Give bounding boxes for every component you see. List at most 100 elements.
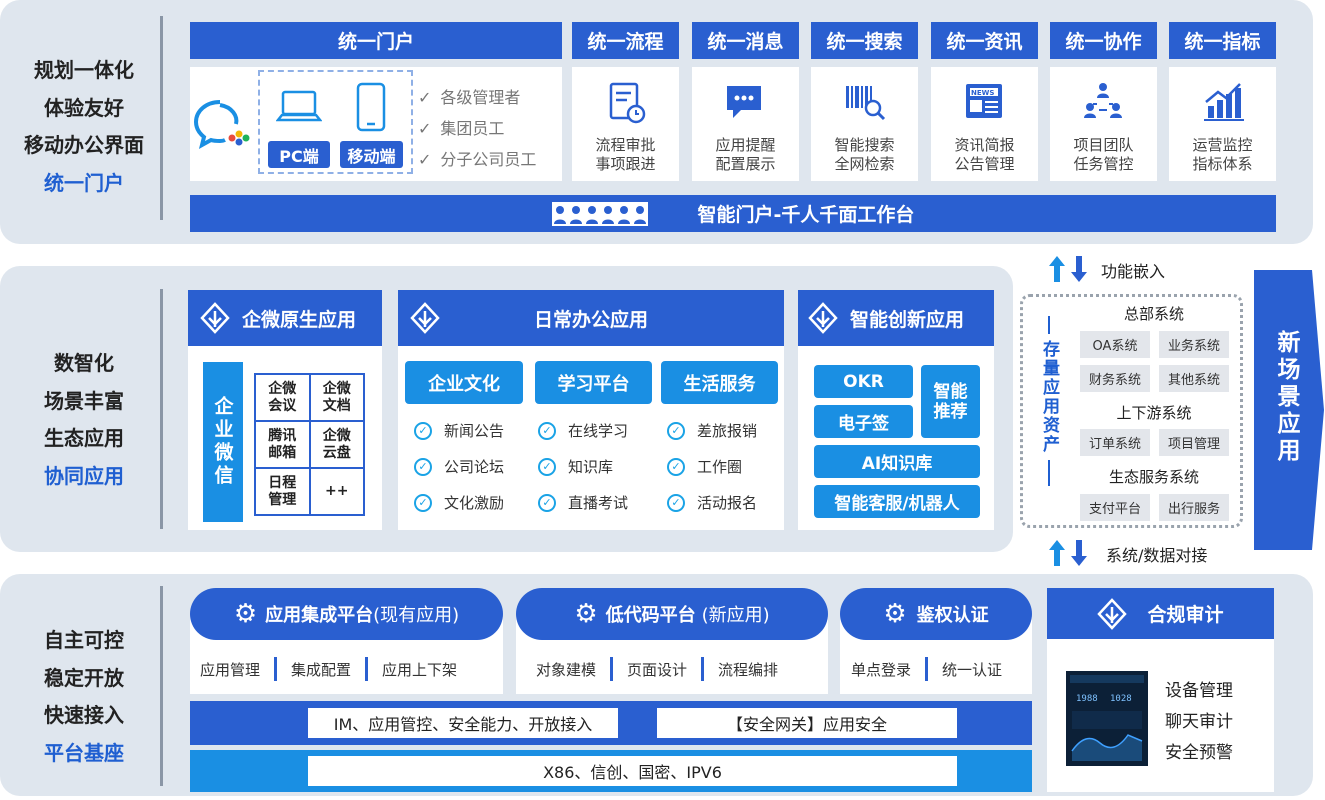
check-mark-icon: ✓	[418, 119, 432, 138]
side-line: 生态应用	[44, 426, 124, 450]
module-header[interactable]: 统一协作	[1050, 22, 1157, 59]
audit-item-chat[interactable]: 聊天审计	[1165, 712, 1233, 732]
system-finance[interactable]: 财务系统	[1080, 365, 1150, 392]
sub-page-design[interactable]: 页面设计	[627, 660, 688, 679]
daily-item[interactable]: ✓工作圈	[667, 456, 742, 477]
system-business[interactable]: 业务系统	[1159, 331, 1229, 358]
portal-side-text: 规划一体化 体验友好 移动办公界面 统一门户	[14, 52, 154, 202]
daily-item[interactable]: ✓公司论坛	[414, 456, 504, 477]
daily-col-header[interactable]: 生活服务	[661, 361, 778, 404]
native-app-grid: 企微会议 企微文档 腾讯邮箱 企微云盘 日程管理 ++	[254, 373, 365, 516]
system-projects[interactable]: 项目管理	[1159, 429, 1229, 456]
sub-object-model[interactable]: 对象建模	[536, 660, 597, 679]
mobile-client-button[interactable]: 移动端	[340, 141, 403, 168]
check-mark-icon: ✓	[418, 88, 432, 107]
daily-apps-header[interactable]: 日常办公应用	[398, 290, 784, 346]
ai-knowledge-button[interactable]: AI知识库	[814, 445, 980, 478]
daily-item[interactable]: ✓在线学习	[538, 420, 628, 441]
lowcode-platform-pill[interactable]: ⚙ 低代码平台(新应用)	[516, 588, 828, 640]
new-scene-label: 新场景应用	[1273, 330, 1299, 465]
daily-item[interactable]: ✓新闻公告	[414, 420, 504, 441]
sub-app-listing[interactable]: 应用上下架	[382, 660, 458, 679]
wecom-logo-icon	[193, 100, 250, 149]
e-sign-button[interactable]: 电子签	[814, 405, 913, 438]
app-wecom-meeting[interactable]: 企微会议	[256, 375, 309, 420]
audit-item-alert[interactable]: 安全预警	[1165, 743, 1233, 763]
auth-pill[interactable]: ⚙ 鉴权认证	[840, 588, 1032, 640]
module-desc-line: 任务管控	[1073, 155, 1134, 173]
native-apps-header[interactable]: 企微原生应用	[188, 290, 382, 346]
check-circle-icon: ✓	[538, 493, 556, 512]
module-desc-line: 应用提醒	[715, 136, 776, 154]
system-travel[interactable]: 出行服务	[1159, 494, 1229, 521]
module-card[interactable]	[1169, 67, 1276, 181]
module-desc-line: 流程审批	[595, 136, 656, 154]
group-eco-title: 生态服务系统	[1108, 468, 1199, 486]
bar-chart-icon	[1204, 83, 1244, 121]
laptop-icon	[276, 90, 322, 122]
up-down-arrows-icon	[1049, 256, 1087, 282]
app-wecom-drive[interactable]: 企微云盘	[310, 422, 363, 467]
system-oa[interactable]: OA系统	[1080, 331, 1150, 358]
smart-service-button[interactable]: 智能客服/机器人	[814, 485, 980, 518]
group-chain-title: 上下游系统	[1116, 404, 1192, 422]
infra-text: X86、信创、国密、IPV6	[308, 756, 957, 786]
module-header[interactable]: 统一流程	[572, 22, 679, 59]
gear-icon: ⚙	[883, 599, 907, 629]
smart-recommend-button[interactable]: 智能推荐	[921, 365, 980, 438]
side-line: 移动办公界面	[24, 133, 144, 157]
module-desc-line: 资讯简报	[954, 136, 1015, 154]
daily-item[interactable]: ✓活动报名	[667, 492, 757, 513]
sub-app-mgmt[interactable]: 应用管理	[200, 660, 261, 679]
system-orders[interactable]: 订单系统	[1080, 429, 1150, 456]
pc-client-button[interactable]: PC端	[268, 141, 330, 168]
app-schedule[interactable]: 日程管理	[256, 469, 309, 514]
module-card[interactable]	[811, 67, 918, 181]
check-circle-icon: ✓	[667, 457, 685, 476]
module-card[interactable]	[572, 67, 679, 181]
app-more[interactable]: ++	[310, 469, 363, 514]
module-header[interactable]: 统一资讯	[931, 22, 1038, 59]
app-wecom-docs[interactable]: 企微文档	[310, 375, 363, 420]
daily-item[interactable]: ✓差旅报销	[667, 420, 757, 441]
module-desc-line: 智能搜索	[834, 136, 895, 154]
okr-button[interactable]: OKR	[814, 365, 913, 398]
sub-integration-config[interactable]: 集成配置	[291, 660, 352, 679]
daily-col-header[interactable]: 企业文化	[405, 361, 523, 404]
gear-icon: ⚙	[574, 599, 598, 629]
app-tencent-mail[interactable]: 腾讯邮箱	[256, 422, 309, 467]
module-header[interactable]: 统一指标	[1169, 22, 1276, 59]
up-down-arrows-icon	[1049, 540, 1087, 566]
smart-portal-bar[interactable]: 智能门户-千人千面工作台	[190, 195, 1276, 232]
daily-col-header[interactable]: 学习平台	[535, 361, 652, 404]
daily-item[interactable]: ✓文化激励	[414, 492, 504, 513]
sub-flow-orchestrate[interactable]: 流程编排	[718, 660, 779, 679]
side-line-highlight: 统一门户	[44, 170, 124, 195]
integration-platform-pill[interactable]: ⚙ 应用集成平台(现有应用)	[190, 588, 503, 640]
module-header[interactable]: 统一消息	[692, 22, 799, 59]
audit-title: 合规审计	[1147, 604, 1224, 626]
module-header[interactable]: 统一搜索	[811, 22, 918, 59]
check-circle-icon: ✓	[538, 457, 556, 476]
news-icon: NEWS	[966, 84, 1002, 118]
check-mark-icon: ✓	[418, 150, 432, 169]
portal-header[interactable]: 统一门户	[190, 22, 562, 59]
daily-item[interactable]: ✓知识库	[538, 456, 613, 477]
system-payment[interactable]: 支付平台	[1080, 494, 1150, 521]
innovation-apps-title: 智能创新应用	[850, 308, 965, 331]
audit-item-device[interactable]: 设备管理	[1165, 681, 1233, 701]
sub-sso[interactable]: 单点登录	[851, 660, 912, 679]
audit-header[interactable]: 合规审计	[1047, 588, 1274, 639]
wecom-vertical-label[interactable]: 企业微信	[203, 362, 243, 522]
module-desc-line: 项目团队	[1073, 136, 1134, 154]
side-line-highlight: 协同应用	[44, 463, 124, 488]
divider	[160, 289, 163, 529]
module-desc: 项目团队 任务管控	[1050, 136, 1157, 174]
system-other[interactable]: 其他系统	[1159, 365, 1229, 392]
divider	[160, 16, 163, 220]
daily-apps-title: 日常办公应用	[533, 308, 648, 331]
sub-unified-auth[interactable]: 统一认证	[942, 660, 1003, 679]
daily-item[interactable]: ✓直播考试	[538, 492, 628, 513]
innovation-apps-header[interactable]: 智能创新应用	[798, 290, 994, 346]
side-line: 自主可控	[44, 628, 124, 652]
